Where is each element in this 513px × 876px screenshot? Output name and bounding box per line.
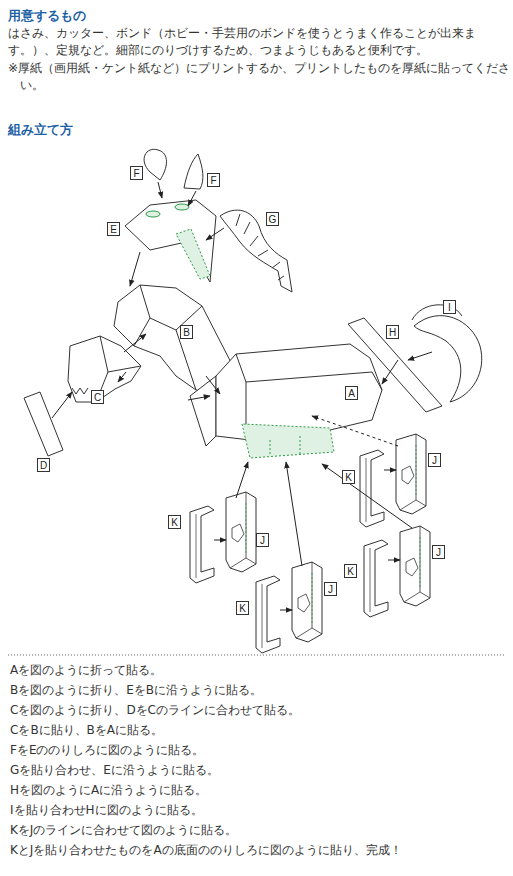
part-letter: K bbox=[239, 603, 246, 614]
part-letter: I bbox=[448, 302, 451, 313]
part-letter-box: G bbox=[266, 212, 279, 226]
part-letter-box: C bbox=[91, 390, 104, 404]
part-letter: J bbox=[436, 547, 441, 558]
instruction-step: Bを図のように折り、EをBに沿うように貼る。 bbox=[10, 682, 505, 699]
section-heading: 用意するもの bbox=[8, 7, 505, 24]
part-letter: G bbox=[269, 214, 277, 225]
part-letter: D bbox=[40, 460, 47, 471]
instruction-step: KをJのラインに合わせて図のように貼る。 bbox=[10, 822, 505, 839]
part-letter-box: J bbox=[256, 533, 269, 547]
part-letter-box: K bbox=[342, 470, 355, 484]
part-letter: K bbox=[347, 566, 354, 577]
section-heading: 組み立て方 bbox=[8, 121, 505, 138]
instruction-step: Cを図のように折り、DをCのラインに合わせて貼る。 bbox=[10, 702, 505, 719]
part-letter: A bbox=[348, 388, 355, 399]
part-letter-box: H bbox=[386, 325, 399, 339]
instruction-step: CをBに貼り、BをAに貼る。 bbox=[10, 722, 505, 739]
part-letter: J bbox=[432, 455, 437, 466]
part-letter: J bbox=[328, 584, 333, 595]
part-letter-box: K bbox=[236, 601, 249, 615]
instruction-step: Aを図のように折って貼る。 bbox=[10, 662, 505, 679]
part-letter-box: K bbox=[344, 564, 357, 578]
part-letter-box: B bbox=[180, 325, 193, 339]
note-text: ※厚紙（画用紙・ケント紙など）にプリントするか、プリントしたものを厚紙に貼ってく… bbox=[8, 60, 513, 94]
part-letter: K bbox=[171, 517, 178, 528]
part-letter: J bbox=[260, 535, 265, 546]
part-letter-box: J bbox=[432, 545, 445, 559]
part-letter: F bbox=[133, 168, 139, 179]
instruction-step: Hを図のようにAに沿うように貼る。 bbox=[10, 782, 505, 799]
part-letter-box: D bbox=[37, 458, 50, 472]
part-letter: F bbox=[210, 175, 216, 186]
part-letter-box: F bbox=[130, 166, 143, 180]
part-letter-box: I bbox=[443, 300, 456, 314]
part-letter-box: K bbox=[168, 515, 181, 529]
part-letter-box: J bbox=[428, 453, 441, 467]
part-letter-box: A bbox=[345, 386, 358, 400]
part-letter: E bbox=[110, 224, 117, 235]
part-letter: H bbox=[389, 327, 396, 338]
instruction-step: Iを貼り合わせHに図のように貼る。 bbox=[10, 802, 505, 819]
materials-text: はさみ、カッター、ボンド（ホビー・手芸用のボンドを使うとうまく作ることが出来ます… bbox=[8, 25, 508, 59]
part-letter-box: F bbox=[207, 173, 220, 187]
part-letter-box: J bbox=[324, 582, 337, 596]
part-letter-box: E bbox=[107, 222, 120, 236]
instruction-step: Gを貼り合わせ、Eに沿うように貼る。 bbox=[10, 762, 505, 779]
part-letter: B bbox=[183, 327, 190, 338]
part-letter: C bbox=[94, 392, 101, 403]
instruction-step: FをEののりしろに図のように貼る。 bbox=[10, 742, 505, 759]
part-letter: K bbox=[345, 472, 352, 483]
instruction-step: KとJを貼り合わせたものをAの底面ののりしろに図のように貼り、完成！ bbox=[10, 842, 505, 859]
